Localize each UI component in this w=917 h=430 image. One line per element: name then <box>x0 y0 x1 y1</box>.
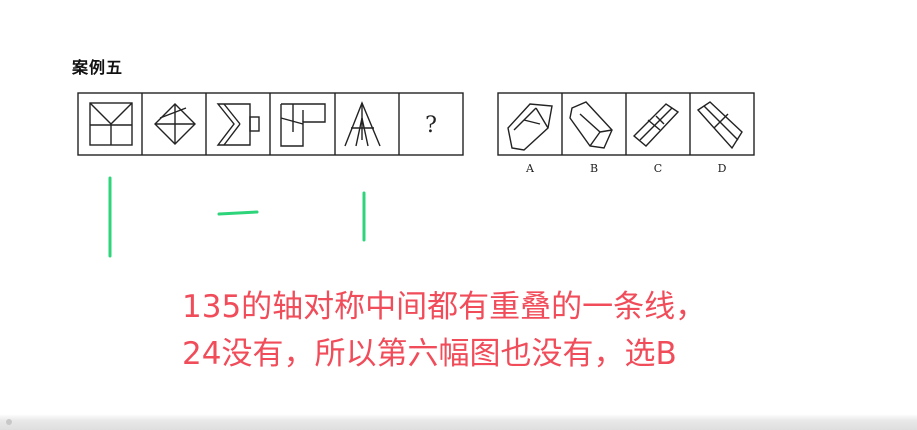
annotation-line-1: 135的轴对称中间都有重叠的一条线， <box>182 289 707 325</box>
figure-4 <box>280 103 326 147</box>
option-b-label: B <box>590 162 598 175</box>
green-axis-marks <box>108 176 366 258</box>
option-b-figure <box>569 101 613 149</box>
option-a-label: A <box>525 162 535 175</box>
case-title: 案例五 <box>72 58 124 77</box>
figure-3 <box>216 103 260 146</box>
axis-mark-figure-3 <box>217 210 259 216</box>
scroll-handle[interactable] <box>6 419 12 425</box>
option-c-label: C <box>654 162 662 175</box>
option-c-figure <box>632 103 680 147</box>
question-mark: ? <box>425 113 437 138</box>
option-d-label: D <box>718 162 727 175</box>
figure-1 <box>89 102 133 146</box>
option-a-figure <box>507 103 553 151</box>
figure-2 <box>154 103 196 145</box>
teacher-annotation: 135的轴对称中间都有重叠的一条线， 24没有，所以第六幅图也没有，选B <box>182 284 706 378</box>
options-strip <box>497 92 755 156</box>
annotation-line-2: 24没有，所以第六幅图也没有，选B <box>182 336 677 372</box>
player-scrollbar[interactable] <box>0 414 917 430</box>
question-strip <box>77 92 464 156</box>
figure-5 <box>344 101 381 147</box>
option-d-figure <box>696 101 743 150</box>
